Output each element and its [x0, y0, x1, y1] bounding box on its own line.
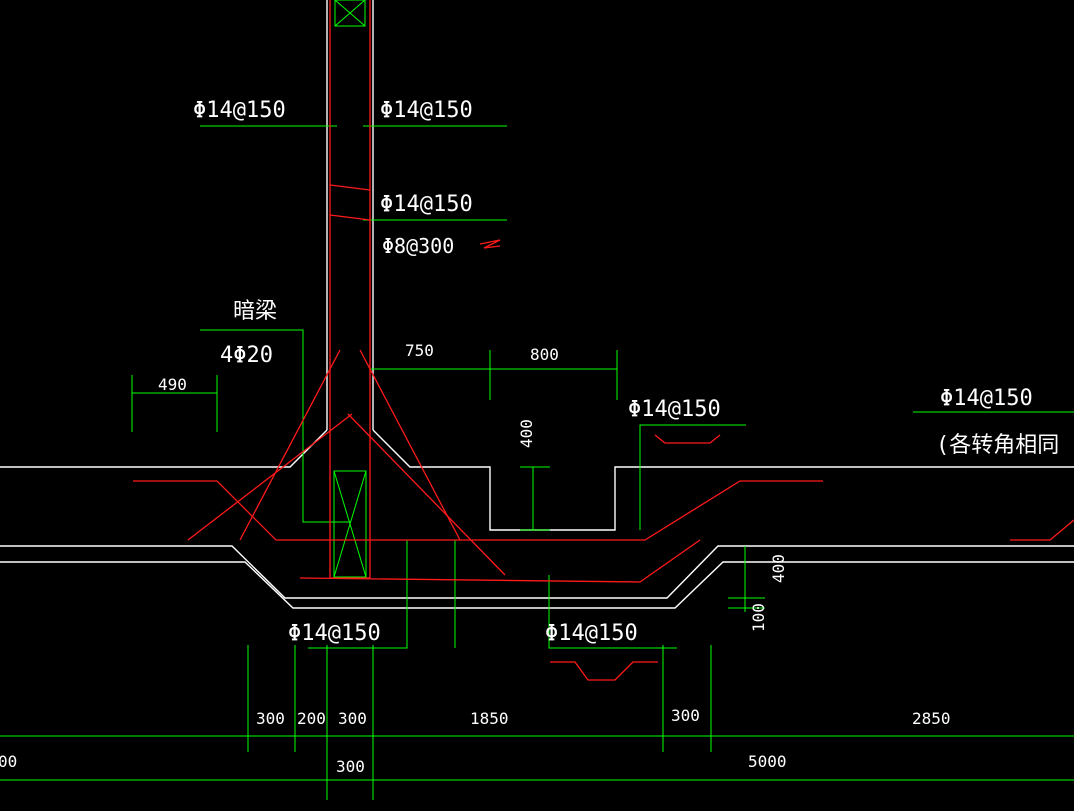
leader-bottom-left [308, 540, 408, 649]
leader-bottom-mid [548, 575, 677, 649]
slab-top-left [0, 429, 328, 468]
dim-300-bottom: 300 [336, 757, 365, 776]
label-pit-rebar: Φ14@150 [628, 397, 721, 422]
rebar-lines [133, 0, 1074, 681]
label-wall-tie: Φ8@300 [382, 234, 454, 258]
dim-300-c: 300 [671, 706, 700, 725]
label-wall-inner-rebar: Φ14@150 [380, 192, 473, 217]
dim-300-b: 300 [338, 709, 367, 728]
label-hidden-beam-bars: 4Φ20 [220, 343, 273, 368]
dim-left-cut: 00 [0, 752, 17, 771]
concrete-outline [0, 0, 1074, 609]
label-bottom-left-rebar: Φ14@150 [288, 621, 381, 646]
dim-2850: 2850 [912, 709, 951, 728]
label-bottom-mid-rebar: Φ14@150 [545, 621, 638, 646]
label-right-rebar: Φ14@150 [940, 386, 1033, 411]
hidden-beam-box [333, 470, 367, 578]
dim-400-pit: 400 [517, 419, 536, 448]
dim-300-a: 300 [256, 709, 285, 728]
slab-bottom-lower [0, 561, 1074, 609]
leader-hidden-beam [200, 329, 350, 523]
dim-490: 490 [158, 375, 187, 394]
top-beam-box [334, 0, 366, 27]
dim-400-right: 400 [769, 554, 788, 583]
label-hidden-beam: 暗梁 [233, 299, 277, 324]
slab-top-right-with-pit [372, 429, 1074, 531]
dim-200: 200 [297, 709, 326, 728]
dim-5000: 5000 [748, 752, 787, 771]
label-wall-left-rebar: Φ14@150 [193, 98, 286, 123]
dim-750: 750 [405, 341, 434, 360]
dimension-labels: 490 750 800 400 400 100 300 200 300 1850… [0, 341, 951, 776]
slab-bottom-outer [0, 545, 1074, 599]
label-wall-right-rebar: Φ14@150 [380, 98, 473, 123]
label-corner-note: (各转角相同 [936, 433, 1059, 458]
annotation-labels: Φ14@150 Φ14@150 Φ14@150 Φ8@300 暗梁 4Φ20 Φ… [193, 98, 1059, 646]
dim-1850: 1850 [470, 709, 509, 728]
leader-pit [639, 424, 746, 530]
dim-800: 800 [530, 345, 559, 364]
dim-100: 100 [749, 603, 768, 632]
